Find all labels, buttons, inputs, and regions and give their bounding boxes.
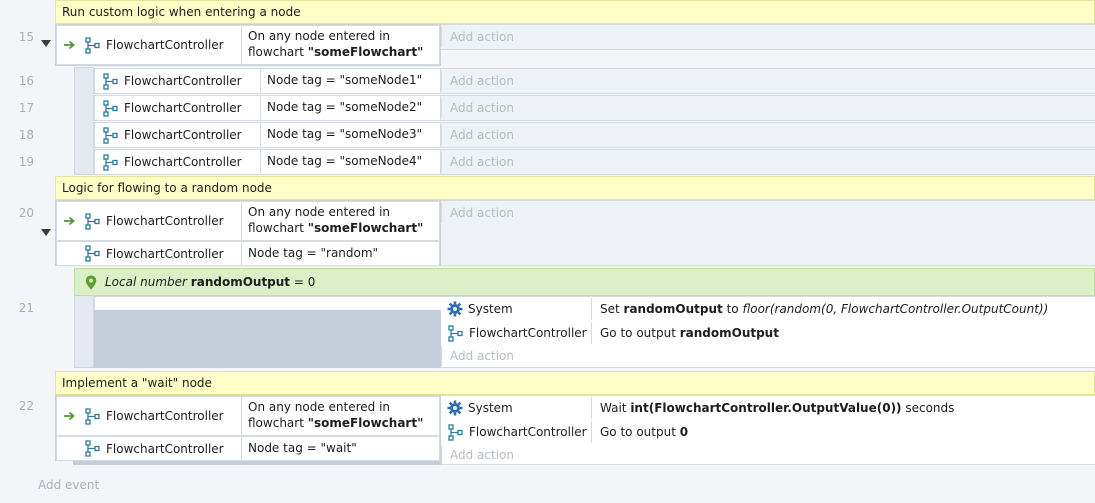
trigger-object-cell[interactable]: FlowchartController: [56, 201, 242, 241]
local-var-kind: Local number: [105, 275, 187, 289]
subevent-object-cell[interactable]: FlowchartController: [94, 149, 261, 175]
action-go-to-output[interactable]: Go to output 0: [591, 421, 1095, 443]
empty-condition-block[interactable]: [94, 310, 442, 368]
condition-object-cell[interactable]: FlowchartController: [56, 436, 242, 461]
line-number-16: 16: [18, 74, 34, 88]
add-action-button[interactable]: Add action: [441, 346, 1095, 366]
flowchart-name: "someFlowchart": [307, 45, 424, 59]
actions-18: [441, 122, 1095, 148]
condition-on-node-entered[interactable]: On any node entered in flowchart "someFl…: [241, 25, 440, 65]
actions-19: [441, 149, 1095, 175]
condition-text-line1: On any node entered in: [248, 29, 391, 43]
action-object-system[interactable]: System: [447, 298, 513, 320]
flowchart-icon: [448, 325, 463, 342]
actions-21: [441, 296, 1095, 368]
object-name: FlowchartController: [106, 214, 224, 228]
flowchart-icon: [103, 73, 118, 90]
subevent-object-cell[interactable]: FlowchartController: [94, 122, 261, 148]
object-name: FlowchartController: [106, 246, 224, 261]
flowchart-name: "someFlowchart": [307, 221, 424, 235]
subevent-object-cell[interactable]: FlowchartController: [94, 95, 261, 121]
line-number-19: 19: [18, 155, 34, 169]
flowchart-icon: [103, 154, 118, 171]
condition-text-line1: On any node entered in: [248, 205, 391, 219]
condition-text-line2: flowchart: [248, 416, 308, 430]
actions-22: [441, 395, 1095, 465]
line-number-15: 15: [18, 30, 34, 44]
flowchart-icon: [103, 100, 118, 117]
action-object-system[interactable]: System: [447, 397, 513, 419]
flowchart-icon: [85, 245, 100, 262]
flowchart-icon: [85, 408, 100, 425]
condition-node-tag-wait[interactable]: Node tag = "wait": [241, 436, 440, 461]
condition-on-node-entered[interactable]: On any node entered in flowchart "someFl…: [241, 396, 440, 436]
comment-run-custom-logic[interactable]: Run custom logic when entering a node: [55, 0, 1095, 24]
add-action-button[interactable]: Add action: [441, 152, 1095, 172]
object-name: FlowchartController: [106, 38, 224, 52]
condition-node-tag[interactable]: Node tag = "someNode2": [260, 95, 441, 121]
condition-text-line2: flowchart: [248, 221, 308, 235]
flowchart-icon: [85, 440, 100, 457]
line-number-20: 20: [18, 206, 34, 220]
add-action-button[interactable]: Add action: [441, 203, 1095, 223]
collapse-triangle-icon[interactable]: [41, 40, 51, 47]
condition-object-cell[interactable]: FlowchartController: [56, 241, 242, 266]
line-number-21: 21: [18, 301, 34, 315]
condition-node-tag[interactable]: Node tag = "someNode3": [260, 122, 441, 148]
condition-node-tag[interactable]: Node tag = "someNode4": [260, 149, 441, 175]
object-name: FlowchartController: [124, 74, 242, 88]
condition-on-node-entered[interactable]: On any node entered in flowchart "someFl…: [241, 201, 440, 241]
gear-icon: [447, 301, 463, 317]
line-number-18: 18: [18, 128, 34, 142]
line-number-22: 22: [18, 399, 34, 413]
event-bottom-border: [73, 461, 442, 465]
local-variable-row[interactable]: Local number randomOutput = 0: [74, 268, 1095, 296]
actions-15: [441, 24, 1095, 50]
action-set-random-output[interactable]: Set randomOutput to floor(random(0, Flow…: [591, 298, 1095, 320]
action-object-flowchart[interactable]: FlowchartController: [448, 421, 587, 443]
add-action-button[interactable]: Add action: [441, 27, 1095, 47]
flowchart-icon: [85, 37, 100, 54]
action-go-to-output[interactable]: Go to output randomOutput: [591, 322, 1095, 344]
action-object-flowchart[interactable]: FlowchartController: [448, 322, 587, 344]
local-var-value: = 0: [293, 275, 316, 289]
trigger-object-cell[interactable]: FlowchartController: [56, 396, 242, 436]
trigger-arrow-icon: [63, 40, 77, 50]
object-name: FlowchartController: [124, 101, 242, 115]
object-name: FlowchartController: [106, 441, 224, 456]
trigger-arrow-icon: [63, 411, 77, 421]
condition-node-tag[interactable]: Node tag = "someNode1": [260, 68, 441, 94]
add-action-button[interactable]: Add action: [441, 445, 1095, 465]
flowchart-icon: [85, 213, 100, 230]
condition-node-tag-random[interactable]: Node tag = "random": [241, 241, 440, 266]
condition-text-line2: flowchart: [248, 45, 308, 59]
actions-16: [441, 68, 1095, 94]
actions-20: [441, 200, 1095, 266]
collapse-triangle-icon[interactable]: [41, 229, 51, 236]
trigger-arrow-icon: [63, 216, 77, 226]
flowchart-icon: [448, 424, 463, 441]
comment-wait-node[interactable]: Implement a "wait" node: [55, 371, 1095, 395]
condition-text-line1: On any node entered in: [248, 400, 391, 414]
object-name: FlowchartController: [124, 155, 242, 169]
subevent-object-cell[interactable]: FlowchartController: [94, 68, 261, 94]
subevent-indent-bar: [74, 67, 94, 175]
add-event-button[interactable]: Add event: [38, 478, 100, 492]
add-action-button[interactable]: Add action: [441, 125, 1095, 145]
object-name: FlowchartController: [124, 128, 242, 142]
local-var-name: randomOutput: [190, 275, 291, 289]
object-name: FlowchartController: [106, 409, 224, 423]
add-action-button[interactable]: Add action: [441, 98, 1095, 118]
comment-random-node[interactable]: Logic for flowing to a random node: [55, 176, 1095, 200]
actions-17: [441, 95, 1095, 121]
line-number-17: 17: [18, 101, 34, 115]
flowchart-name: "someFlowchart": [307, 416, 424, 430]
map-pin-icon: [85, 275, 97, 289]
action-wait[interactable]: Wait int(FlowchartController.OutputValue…: [591, 397, 1095, 419]
gear-icon: [447, 400, 463, 416]
add-action-button[interactable]: Add action: [441, 71, 1095, 91]
trigger-object-cell[interactable]: FlowchartController: [56, 25, 242, 65]
flowchart-icon: [103, 127, 118, 144]
